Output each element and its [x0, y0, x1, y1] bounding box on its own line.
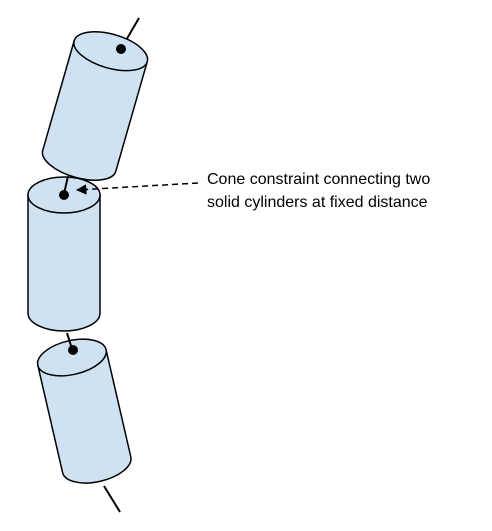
constraint-arrow: [75, 182, 199, 195]
annotation-line-1: Cone constraint connecting two: [207, 171, 430, 188]
cylinder-bottom: [36, 338, 132, 484]
cylinder-middle-body: [27, 195, 101, 332]
cylinder-bottom-cap: [36, 338, 108, 377]
joint-bottom: [68, 345, 78, 355]
annotation-line-2: solid cylinders at fixed distance: [207, 194, 428, 211]
cylinder-middle: [27, 176, 101, 332]
bottom-rod: [103, 485, 121, 513]
cylinder-top: [41, 31, 149, 181]
joint-middle: [59, 190, 69, 200]
joint-top: [116, 44, 126, 54]
cylinder-bottom-body: [37, 349, 132, 484]
cylinder-top-cap: [73, 31, 149, 72]
